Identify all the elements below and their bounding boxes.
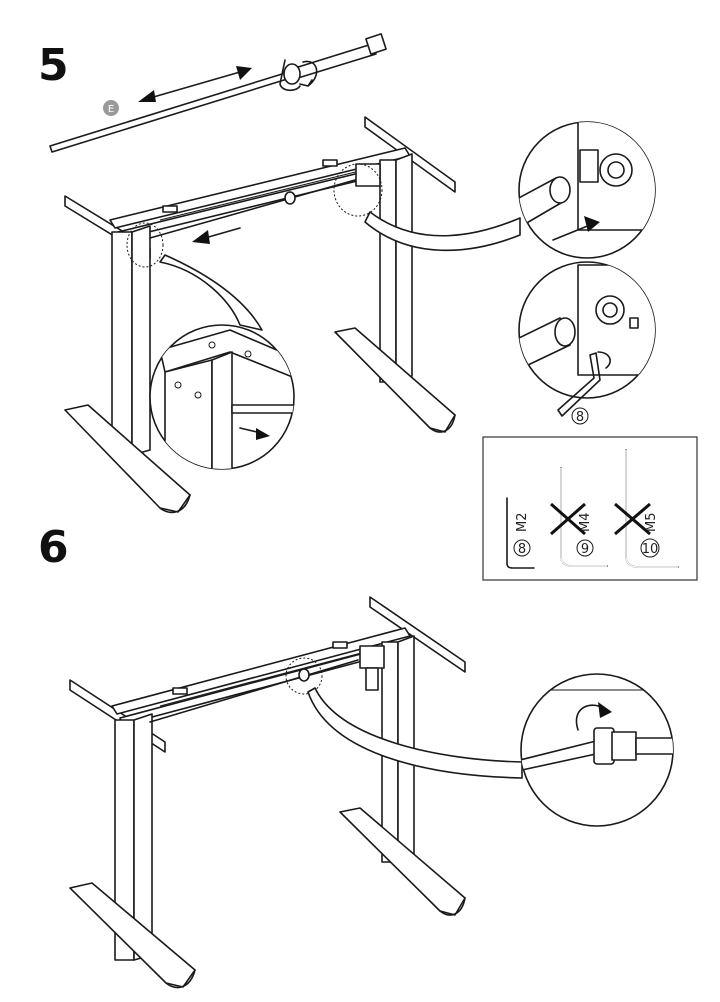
tool-callout-8: 8 [576,410,584,425]
insert-arrow-icon [192,227,241,244]
detail-marker-motor [333,163,383,217]
svg-text:M2: M2 [515,513,530,533]
rod-part-e [49,33,387,153]
svg-text:10: 10 [642,542,659,557]
detail-left-bracket [149,324,295,470]
svg-text:M4: M4 [578,513,593,533]
detail-tighten-nut [520,673,674,827]
detail-tighten-screw: 8 [518,261,656,425]
allen-key-legend: M2 8 M4 9 M5 10 [482,436,698,581]
callout-curve-left [159,254,263,331]
allen-key-m2: M2 8 [506,497,535,569]
svg-text:E: E [108,104,114,115]
step-number-6: 6 [38,522,69,573]
cross-icon [550,502,586,536]
part-badge-e: E [103,100,119,116]
desk-frame-5 [64,116,456,514]
desk-frame-6 [69,596,466,989]
step-6: 6 [38,522,674,989]
double-arrow-icon [138,66,252,102]
detail-marker-left [126,222,164,268]
svg-text:9: 9 [581,542,589,557]
detail-marker-nut [285,657,323,695]
step-number-5: 5 [38,40,69,91]
callout-curve-nut [307,687,523,779]
cross-icon [614,502,651,536]
svg-text:8: 8 [518,542,526,557]
step-5: 5 E [38,33,698,581]
callout-curve-motor [364,211,521,252]
allen-key-m5: M5 10 [614,449,679,568]
allen-key-m4: M4 9 [550,467,608,567]
svg-text:M5: M5 [644,513,659,533]
detail-motor-connection [518,121,656,259]
